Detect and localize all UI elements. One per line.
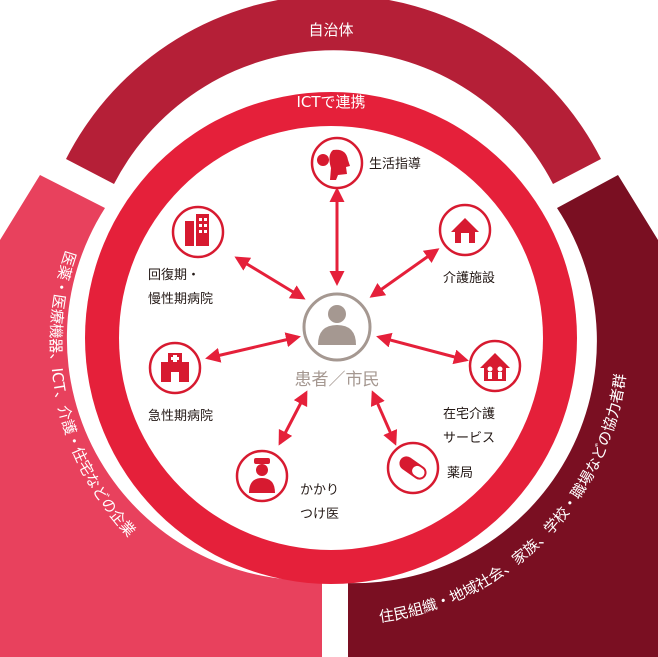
node-family-doctor: かかり つけ医	[235, 449, 339, 522]
family-house-icon	[480, 353, 510, 381]
doctor-icon	[249, 458, 275, 493]
pharmacy-label: 薬局	[447, 466, 473, 481]
outer-right-band	[348, 175, 658, 657]
node-recovery-hospital: 回復期・ 慢性期病院	[148, 205, 225, 307]
arrow-family-doctor	[278, 390, 308, 446]
arrow-home-care	[376, 332, 469, 365]
node-pharmacy: 薬局	[386, 441, 473, 495]
arrow-acute-hospital	[205, 332, 301, 363]
hospital-icon	[161, 353, 189, 382]
node-acute-hospital: 急性期病院	[148, 341, 213, 424]
node-care-facility: 介護施設	[438, 203, 495, 286]
patient-node: 患者／市民	[295, 292, 380, 390]
acute-hospital-label: 急性期病院	[148, 409, 213, 424]
arrow-care-facility	[369, 248, 440, 298]
outer-left-band	[0, 175, 322, 657]
arrow-pharmacy	[370, 390, 398, 446]
buildings-icon	[185, 214, 209, 246]
home-care-label-line1: 在宅介護	[443, 406, 495, 422]
family-doctor-label-line1: かかり	[300, 483, 339, 498]
person-icon	[318, 305, 356, 345]
pill-icon	[399, 456, 427, 480]
arrow-recovery-hospital	[234, 256, 306, 300]
recovery-hospital-label-line1: 回復期・	[148, 267, 200, 283]
outer-top-arc	[66, 0, 601, 184]
speech-head-icon	[317, 149, 350, 180]
home-care-label-line2: サービス	[443, 431, 495, 446]
municipality-label: 自治体	[308, 21, 353, 39]
ict-link-label: ICTで連携	[296, 93, 365, 111]
house-icon	[451, 218, 479, 243]
node-guidance: 生活指導	[310, 136, 421, 190]
patient-label: 患者／市民	[295, 370, 380, 390]
family-doctor-label-line2: つけ医	[300, 507, 339, 522]
connector-arrows	[205, 187, 469, 446]
node-home-care: 在宅介護 サービス	[443, 339, 522, 446]
care-facility-label: 介護施設	[443, 270, 495, 286]
recovery-hospital-label-line2: 慢性期病院	[148, 291, 213, 307]
guidance-label: 生活指導	[369, 157, 421, 172]
